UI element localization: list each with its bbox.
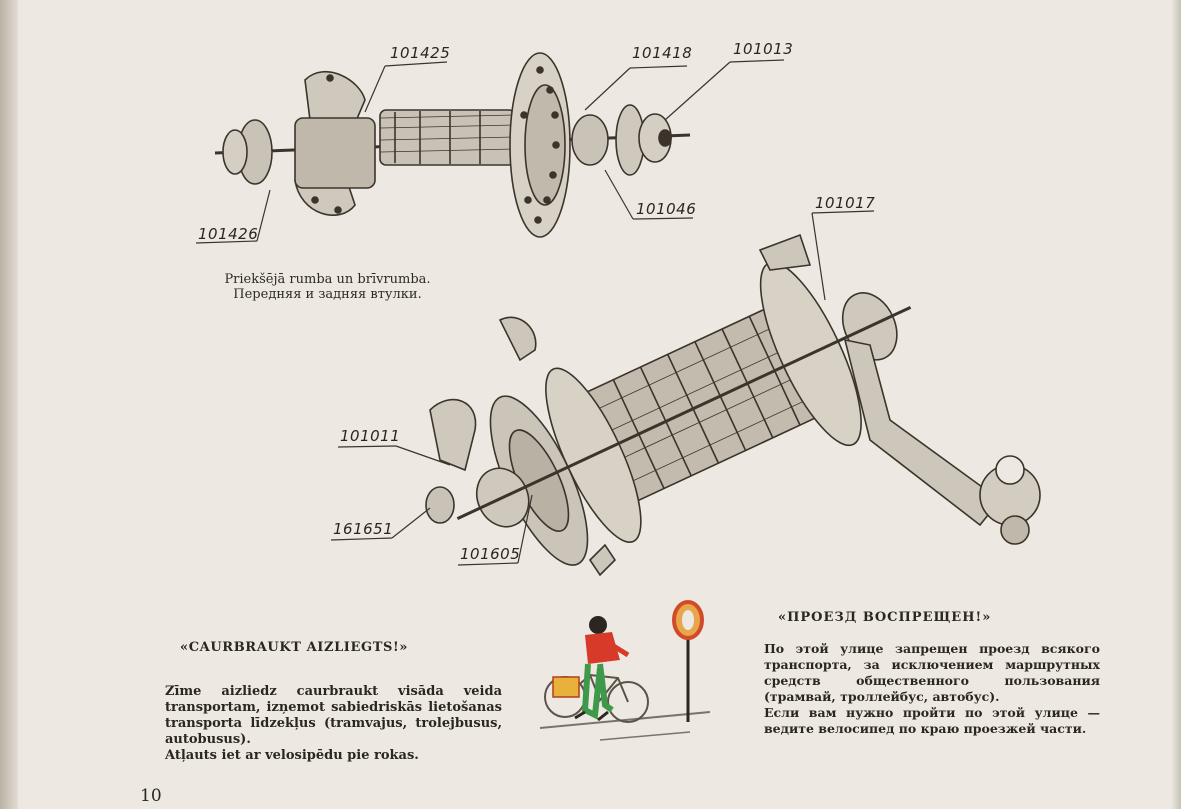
russian-paragraph-2: Если вам нужно пройти по этой улице — ве… (764, 705, 1100, 736)
part-number-101425: 101425 (390, 44, 451, 62)
page-edge-shadow (1171, 0, 1181, 809)
rear-hub-drawing (425, 233, 1041, 577)
page-number: 10 (140, 786, 162, 806)
part-number-101418: 101418 (632, 44, 693, 62)
latvian-paragraph-2: Atļauts iet ar velosipēdu pie rokas. (165, 748, 419, 763)
part-number-101011: 101011 (340, 427, 401, 445)
part-number-101046: 101046 (636, 200, 697, 218)
cyclist-walking-bike-illustration (544, 616, 649, 723)
figure-caption: Priekšējā rumba un brīvrumba. Передняя и… (180, 272, 475, 302)
part-number-101605: 101605 (460, 545, 521, 563)
part-number-161651: 161651 (333, 520, 394, 538)
part-number-101017: 101017 (815, 194, 876, 212)
russian-paragraph: По этой улице запрещен проезд всякого тр… (764, 641, 1100, 704)
front-hub-drawing (214, 52, 691, 238)
russian-heading: «ПРОЕЗД ВОСПРЕЩЕН!» (778, 610, 992, 625)
caption-russian: Передняя и задняя втулки. (233, 287, 422, 302)
russian-body: По этой улице запрещен проезд всякого тр… (764, 641, 1100, 737)
latvian-body: Zīme aizliedz caurbraukt visāda veida tr… (165, 684, 502, 764)
part-number-101013: 101013 (733, 40, 794, 58)
latvian-paragraph: Zīme aizliedz caurbraukt visāda veida tr… (165, 684, 502, 747)
latvian-heading: «CAURBRAUKT AIZLIEGTS!» (180, 640, 408, 655)
part-number-101426: 101426 (198, 225, 259, 243)
book-binding-shadow (0, 0, 18, 809)
no-entry-sign-illustration (539, 600, 711, 741)
part-leader-lines (195, 59, 875, 566)
caption-latvian: Priekšējā rumba un brīvrumba. (224, 272, 431, 287)
